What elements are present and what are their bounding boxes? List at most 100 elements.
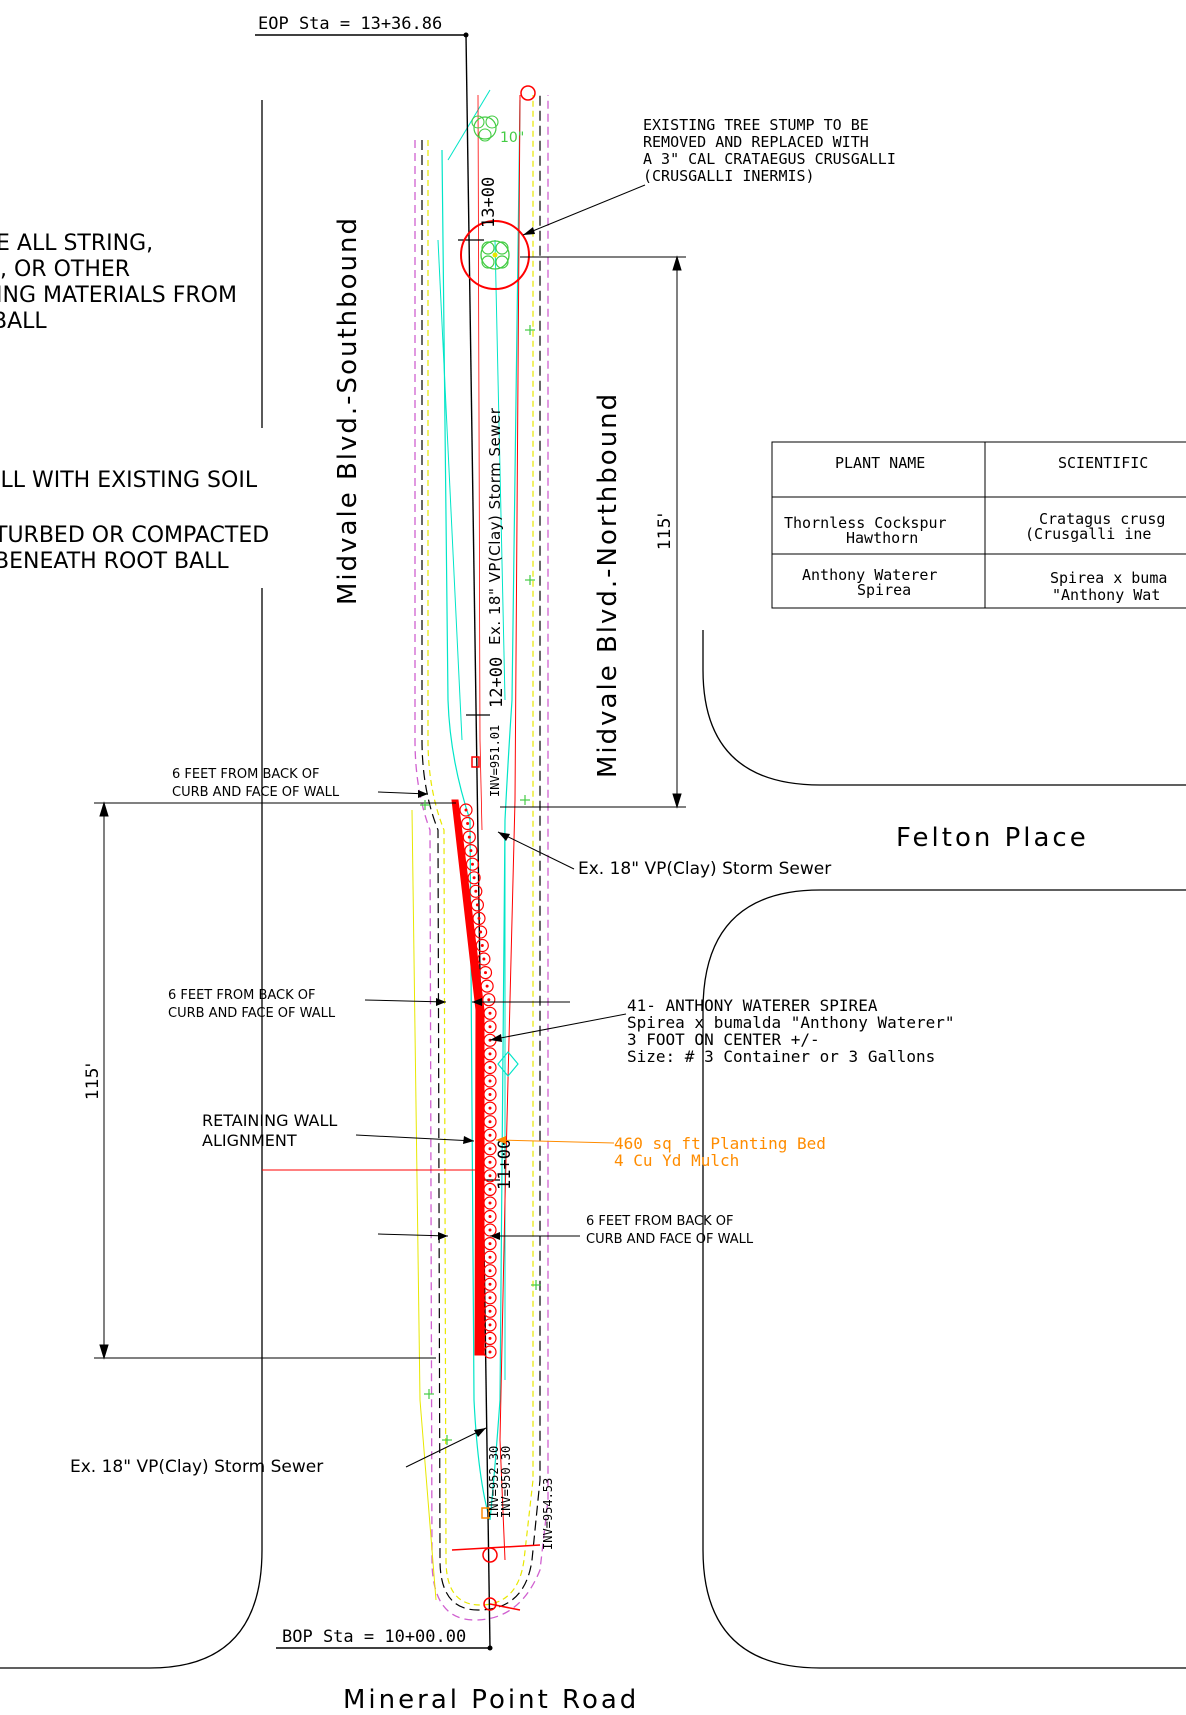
storm-sewer-label: Ex. 18" VP(Clay) Storm Sewer xyxy=(70,1457,323,1477)
bop-point xyxy=(487,1645,493,1651)
spirea-plant-center xyxy=(488,1336,492,1340)
callout-line: Spirea x bumalda "Anthony Waterer" xyxy=(627,1013,955,1032)
storm-sewer-callout-top: Ex. 18" VP(Clay) Storm Sewer xyxy=(497,831,831,879)
spirea-plant xyxy=(483,1074,497,1088)
callout-line: REMOVED AND REPLACED WITH xyxy=(643,133,869,151)
station-12-label: 12+00 xyxy=(487,657,507,708)
spirea-plant xyxy=(474,925,488,939)
spirea-plant xyxy=(462,830,476,844)
spirea-plant xyxy=(475,938,489,953)
spirea-plant xyxy=(483,1209,497,1224)
eop-bop-leaders xyxy=(255,34,490,1649)
diamond-symbol xyxy=(497,1051,519,1077)
spirea-plant-center xyxy=(488,1215,492,1218)
spirea-plant xyxy=(483,1155,497,1169)
median-outlines xyxy=(411,89,549,1621)
callout-line: 460 sq ft Planting Bed xyxy=(614,1134,826,1153)
spirea-plant xyxy=(483,1331,497,1346)
spirea-plant-center xyxy=(488,1296,492,1300)
spirea-plant-center xyxy=(477,916,481,920)
street-northbound-label: Midvale Blvd.-Northbound xyxy=(593,392,623,778)
dimension-right xyxy=(500,255,686,809)
spirea-plant-center xyxy=(488,1242,492,1246)
spirea-plant-center xyxy=(464,808,468,812)
callout-line: RETAINING WALL xyxy=(202,1111,337,1130)
callout-line: CURB AND FACE OF WALL xyxy=(586,1232,754,1247)
spirea-plant xyxy=(459,803,473,817)
eop-station-label: EOP Sta = 13+36.86 xyxy=(258,14,442,34)
spirea-plant-center xyxy=(467,835,471,839)
spirea-plant-center xyxy=(475,903,479,907)
callout-line: CURB AND FACE OF WALL xyxy=(172,785,340,800)
inv-952-label: INV=952.30 xyxy=(487,1446,501,1518)
spirea-plant xyxy=(483,1047,497,1061)
spirea-plant xyxy=(483,1006,497,1020)
offset-callout-1: 6 FEET FROM BACK OF CURB AND FACE OF WAL… xyxy=(172,767,429,800)
spirea-plant-center xyxy=(488,1187,492,1191)
spirea-plant xyxy=(483,1264,497,1278)
spirea-plant-center xyxy=(471,862,474,866)
spirea-plant-center xyxy=(488,1309,492,1313)
spirea-plant-center xyxy=(488,1106,492,1110)
spirea-plant-center xyxy=(488,1201,492,1205)
spirea-plant-center xyxy=(485,984,489,988)
spirea-plant xyxy=(483,1196,497,1210)
dimension-right-label: 115' xyxy=(655,513,675,550)
centerline xyxy=(465,34,491,1649)
retaining-wall-callout: RETAINING WALL ALIGNMENT xyxy=(202,1111,478,1171)
tree-stump-callout: EXISTING TREE STUMP TO BE REMOVED AND RE… xyxy=(522,116,896,236)
spirea-plant xyxy=(461,816,475,831)
dimension-left xyxy=(94,801,456,1360)
retaining-wall xyxy=(451,799,485,1356)
spirea-plant-center xyxy=(484,971,487,975)
table-cell: Spirea x buma xyxy=(1050,569,1167,587)
spirea-plant-center xyxy=(488,1160,492,1164)
spirea-plant-center xyxy=(469,849,473,853)
spirea-plant-center xyxy=(488,1228,492,1232)
hydrant-symbol xyxy=(520,85,536,101)
spirea-plant xyxy=(464,843,478,858)
station-13-label: 13+00 xyxy=(479,177,499,228)
table-cell: Anthony Waterer xyxy=(802,566,937,584)
spirea-plant xyxy=(478,965,493,980)
note-line: ING MATERIALS FROM xyxy=(0,283,237,308)
note-line: BALL xyxy=(0,309,47,334)
spirea-plant-center xyxy=(472,876,476,880)
eop-point xyxy=(463,32,469,38)
street-southbound-label: Midvale Blvd.-Southbound xyxy=(333,216,363,605)
planting-bed-callout: 460 sq ft Planting Bed 4 Cu Yd Mulch xyxy=(495,1134,826,1170)
inv-954-label: INV=954.53 xyxy=(541,1478,555,1550)
spirea-plant xyxy=(467,871,481,885)
offset-callout-3: 6 FEET FROM BACK OF CURB AND FACE OF WAL… xyxy=(377,1214,754,1247)
spirea-plant xyxy=(465,857,480,871)
spirea-plant xyxy=(483,1304,497,1318)
green-markers xyxy=(420,325,541,1445)
table-header-scientific: SCIENTIFIC xyxy=(1058,454,1148,472)
spirea-plant-center xyxy=(488,1025,492,1029)
spirea-callout: 41- ANTHONY WATERER SPIREA Spirea x buma… xyxy=(489,996,955,1066)
bop-station-label: BOP Sta = 10+00.00 xyxy=(282,1627,466,1647)
spirea-plant-center xyxy=(488,1066,492,1069)
spirea-plant-center xyxy=(488,1255,492,1259)
spirea-plant-center xyxy=(488,1282,492,1286)
spirea-plant xyxy=(483,1250,497,1264)
spirea-plant xyxy=(483,1236,497,1251)
spirea-plant-center xyxy=(466,822,470,825)
spirea-plant xyxy=(470,898,484,912)
spirea-plant-center xyxy=(488,1133,492,1137)
spirea-plant xyxy=(483,1087,497,1102)
spirea-plant-center xyxy=(488,1052,492,1056)
table-header-plant-name: PLANT NAME xyxy=(835,454,925,472)
note-line: E ALL STRING, xyxy=(0,231,153,256)
spirea-plant xyxy=(483,1291,497,1305)
callout-line: CURB AND FACE OF WALL xyxy=(168,1006,336,1021)
table-cell: Spirea xyxy=(857,581,911,599)
spirea-plant-center xyxy=(488,1174,492,1178)
spirea-plant-center xyxy=(487,998,491,1002)
note-line: , OR OTHER xyxy=(0,257,130,282)
spirea-plant xyxy=(483,1101,497,1115)
callout-line: 4 Cu Yd Mulch xyxy=(614,1151,739,1170)
inv-950-label: INV=950.30 xyxy=(499,1446,513,1518)
spirea-plant-center xyxy=(488,1079,492,1083)
